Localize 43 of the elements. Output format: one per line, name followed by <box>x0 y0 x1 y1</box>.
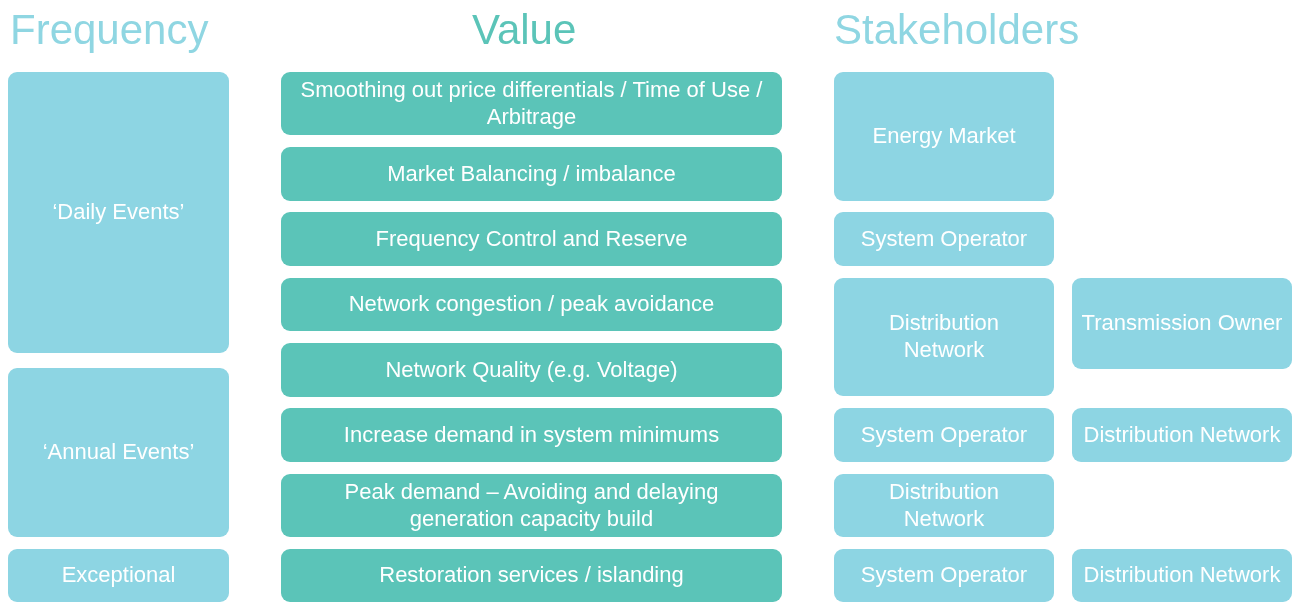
box-label: Distribution Network <box>1083 421 1281 449</box>
column-heading: Stakeholders <box>834 5 1080 55</box>
box-label: Network congestion / peak avoidance <box>348 291 715 318</box>
stakeholder-box <box>1072 278 1292 369</box>
stakeholder-box <box>834 408 1054 462</box>
value-box <box>281 212 782 266</box>
value-box <box>281 147 782 201</box>
value-box <box>281 343 782 397</box>
box-label: ‘Annual Events’ <box>42 439 195 466</box>
column-heading: Frequency <box>10 5 209 55</box>
stakeholder-box <box>834 549 1054 602</box>
stakeholder-box <box>834 474 1054 537</box>
box-label: Frequency Control and Reserve <box>375 225 688 253</box>
box-label: System Operator <box>860 421 1028 449</box>
value-box <box>281 72 782 135</box>
stakeholder-box <box>1072 408 1292 462</box>
box-label: Network Quality (e.g. Voltage) <box>385 356 678 384</box>
stakeholder-box <box>834 278 1054 396</box>
box-label: Energy Market <box>872 123 1016 150</box>
stakeholder-box <box>834 72 1054 201</box>
value-box <box>281 474 782 537</box>
box-label: Smoothing out price differentials / Time of Use / Arbitrage <box>299 76 764 131</box>
box-label: Distribution Network <box>887 478 1000 533</box>
value-box <box>281 278 782 331</box>
frequency-box <box>8 368 229 537</box>
frequency-box <box>8 72 229 353</box>
column-heading: Value <box>472 5 577 55</box>
box-label: Transmission Owner <box>1081 310 1283 337</box>
box-label: Peak demand – Avoiding and delaying generation capacity build <box>343 478 720 533</box>
box-label: Market Balancing / imbalance <box>387 160 676 188</box>
stakeholder-box <box>1072 549 1292 602</box>
frequency-box <box>8 549 229 602</box>
box-label: System Operator <box>860 225 1028 253</box>
value-box <box>281 549 782 602</box>
box-label: Increase demand in system minimums <box>343 421 720 449</box>
value-box <box>281 408 782 462</box>
box-label: Distribution Network <box>887 310 1000 364</box>
box-label: Distribution Network <box>1083 562 1281 589</box>
box-label: System Operator <box>860 562 1028 589</box>
box-label: Restoration services / islanding <box>379 562 684 589</box>
box-label: ‘Daily Events’ <box>52 199 185 226</box>
stakeholder-box <box>834 212 1054 266</box>
box-label: Exceptional <box>61 562 176 589</box>
